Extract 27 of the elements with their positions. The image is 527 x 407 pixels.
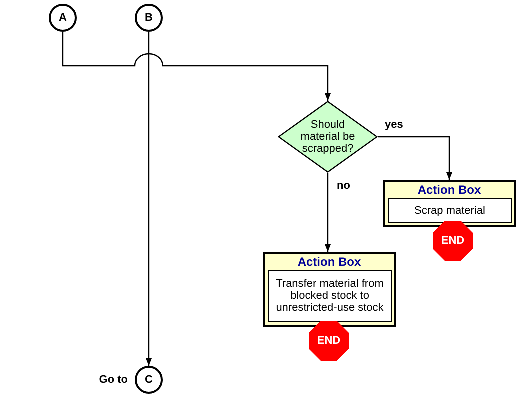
end-octagon xyxy=(433,221,473,261)
beside-label: Go to xyxy=(99,374,128,386)
flow-arrow xyxy=(324,173,332,252)
connector-letter: A xyxy=(59,12,67,24)
end-label: END xyxy=(317,335,341,347)
decision-diamond xyxy=(278,101,378,173)
edge-label: no xyxy=(336,180,352,192)
action-step-text: Scrap material xyxy=(414,204,486,216)
box-heading: Action Box xyxy=(298,255,362,269)
flow-arrow xyxy=(62,32,332,101)
action-box xyxy=(383,180,516,227)
connector-circle xyxy=(135,366,163,394)
action-box xyxy=(263,252,396,327)
flow-arrow xyxy=(378,136,453,180)
action-step-box xyxy=(268,270,392,322)
edge-label: yes xyxy=(384,119,404,131)
end-label: END xyxy=(441,235,465,247)
connector-letter: C xyxy=(145,374,153,386)
end-octagon xyxy=(309,321,349,361)
action-step-text: Transfer material from blocked stock to unrestricted-use stock xyxy=(275,278,385,314)
decision-question: Should material be scrapped? xyxy=(300,119,356,155)
box-heading: Action Box xyxy=(418,183,482,197)
connector-circle xyxy=(135,4,163,32)
flow-arrow xyxy=(146,32,152,366)
connector-circle xyxy=(49,4,77,32)
connector-letter: B xyxy=(145,12,153,24)
action-step-box xyxy=(388,198,512,223)
